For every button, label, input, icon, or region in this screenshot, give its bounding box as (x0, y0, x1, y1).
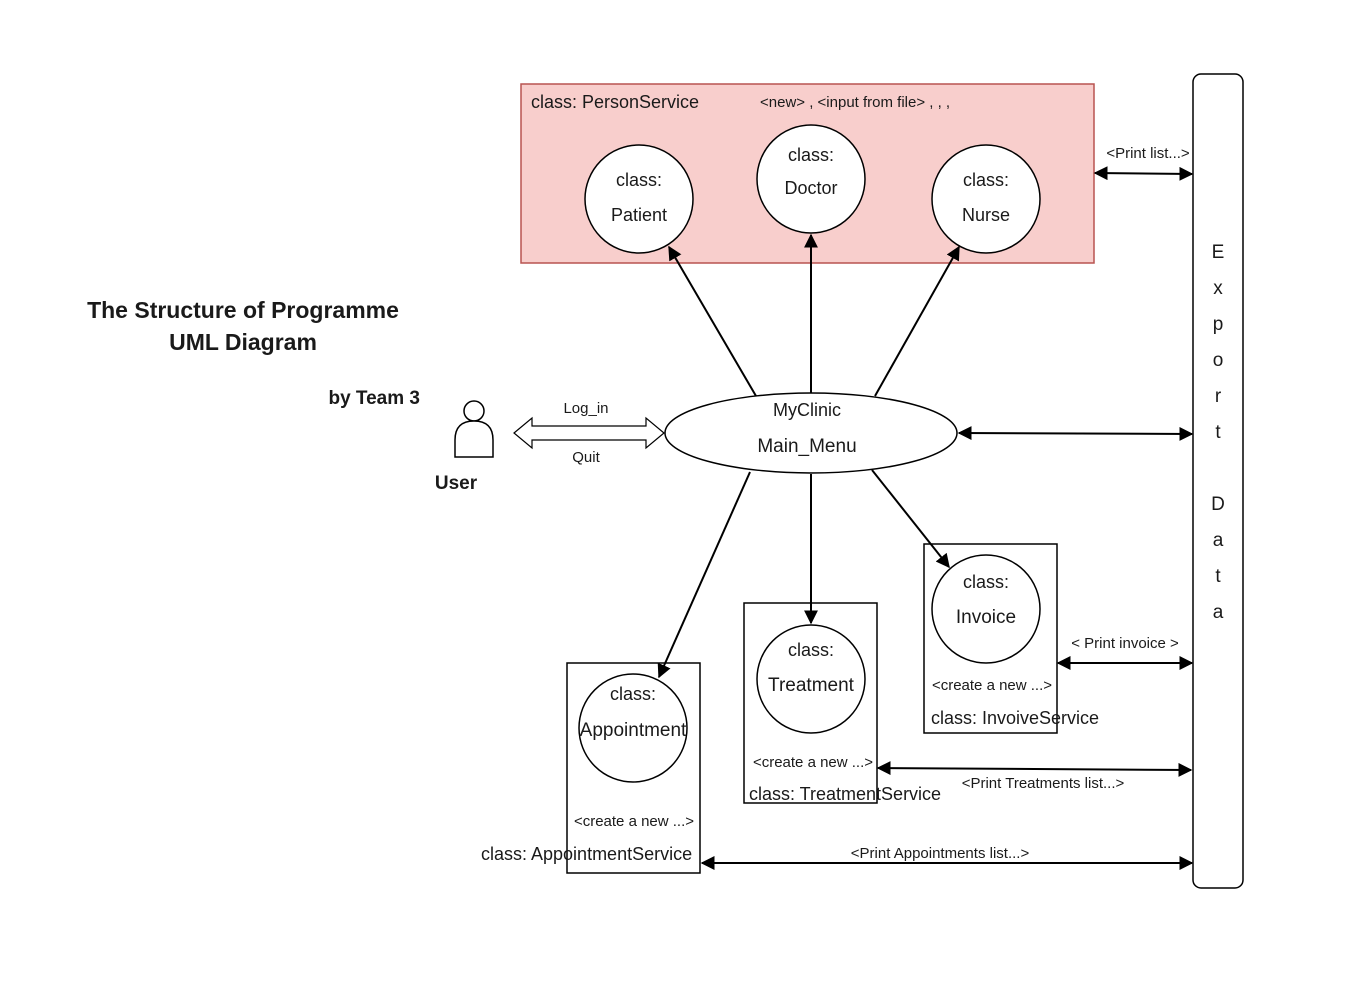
quit-label: Quit (572, 449, 600, 466)
doctor-class-node: class: Doctor (756, 124, 866, 234)
arrow-main-to-nurse (874, 245, 960, 397)
print-invoice-label: < Print invoice > (1071, 635, 1179, 652)
invoice-class-node: class: Invoice (931, 554, 1041, 664)
print-appointments-label: <Print Appointments list...> (851, 845, 1030, 862)
export-data-letter: t (1215, 422, 1221, 443)
nurse-class-name: Nurse (962, 205, 1010, 225)
export-data-letter: p (1213, 314, 1224, 335)
doctor-class-name: Doctor (784, 178, 837, 198)
main-menu-node: MyClinic Main_Menu (664, 392, 958, 474)
treatment-class-node: class: Treatment (756, 624, 866, 734)
export-data-letter: o (1213, 350, 1224, 371)
user-label: User (435, 473, 478, 494)
print-list-label: <Print list...> (1106, 145, 1190, 162)
arrow-person-to-export (1093, 166, 1194, 181)
export-data-letter: a (1213, 602, 1224, 623)
export-data-letter: x (1213, 278, 1223, 299)
export-data-box (1192, 73, 1244, 889)
arrow-main-to-appointment (657, 471, 751, 679)
export-data-letter: a (1213, 530, 1224, 551)
diagram-title-line1: The Structure of Programme (87, 297, 399, 323)
patient-class-keyword: class: (616, 170, 662, 190)
login-quit-double-arrow (513, 416, 665, 450)
treatment-service-label: class: TreatmentService (749, 784, 941, 804)
patient-class-name: Patient (611, 205, 667, 225)
invoice-class-name: Invoice (956, 607, 1016, 628)
arrow-main-to-export (957, 426, 1194, 441)
invoice-class-keyword: class: (963, 572, 1009, 592)
person-icon (454, 400, 494, 458)
main-menu-app-name: MyClinic (773, 400, 841, 420)
export-data-letter: E (1212, 242, 1225, 263)
nurse-class-keyword: class: (963, 170, 1009, 190)
appointment-class-name: Appointment (580, 720, 687, 741)
invoice-create-label: <create a new ...> (932, 677, 1052, 694)
appointment-create-label: <create a new ...> (574, 813, 694, 830)
doctor-class-keyword: class: (788, 145, 834, 165)
treatment-class-name: Treatment (768, 675, 855, 696)
login-label: Log_in (563, 400, 608, 417)
person-service-label: class: PersonService (531, 92, 699, 112)
arrow-main-to-invoice (871, 469, 950, 569)
print-treatments-label: <Print Treatments list...> (962, 775, 1125, 792)
appointment-class-node: class: Appointment (578, 673, 688, 783)
export-data-letter: t (1215, 566, 1221, 587)
appointment-service-label: class: AppointmentService (481, 844, 692, 864)
export-data-letter: r (1215, 386, 1222, 407)
patient-class-node: class: Patient (584, 144, 694, 254)
invoice-service-label: class: InvoiveService (931, 708, 1099, 728)
arrow-treatment-to-export (876, 761, 1193, 777)
nurse-class-node: class: Nurse (931, 144, 1041, 254)
diagram-title-line2: UML Diagram (169, 329, 317, 355)
treatment-class-keyword: class: (788, 640, 834, 660)
person-service-note: <new> , <input from file> , , , (760, 94, 950, 111)
diagram-author: by Team 3 (328, 388, 420, 409)
treatment-create-label: <create a new ...> (753, 754, 873, 771)
main-menu-name: Main_Menu (757, 436, 856, 457)
appointment-class-keyword: class: (610, 684, 656, 704)
arrow-main-to-patient (668, 245, 757, 397)
export-data-letter: D (1211, 494, 1225, 515)
